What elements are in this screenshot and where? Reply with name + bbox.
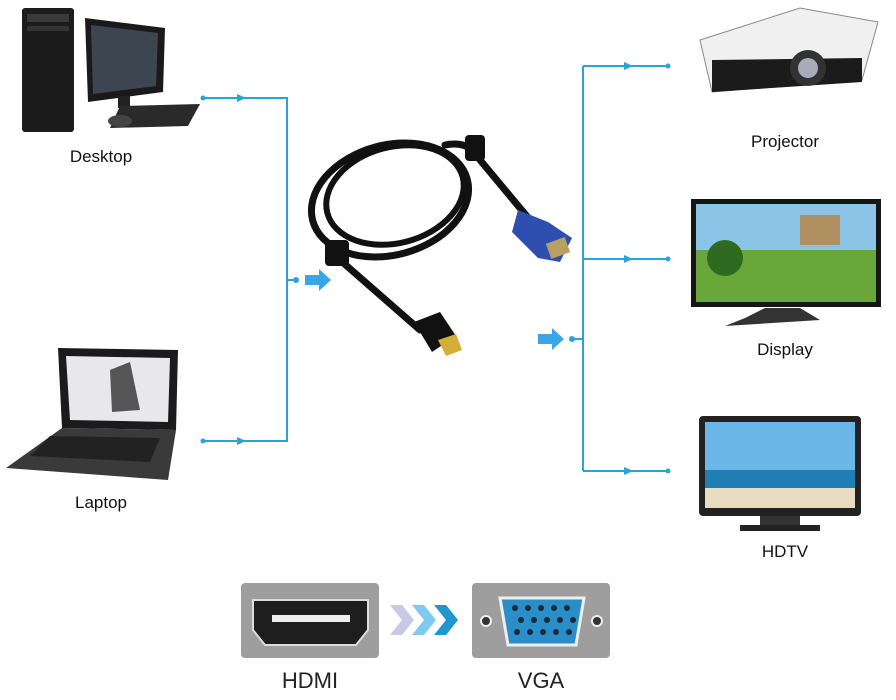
hdmi-port-icon xyxy=(241,583,379,658)
hdtv-label: HDTV xyxy=(761,542,809,561)
desktop-label: Desktop xyxy=(69,147,133,166)
hdmi-label: HDMI xyxy=(281,668,339,693)
connector-dots xyxy=(200,62,671,475)
projector-image xyxy=(699,7,879,93)
display-image xyxy=(691,199,881,326)
projector-label: Projector xyxy=(750,132,820,151)
display-label: Display xyxy=(757,340,813,359)
vga-label: VGA xyxy=(517,668,565,693)
desktop-image xyxy=(22,8,200,132)
hdmi-plug xyxy=(414,312,462,356)
laptop-image xyxy=(6,348,178,480)
vga-plug xyxy=(512,210,572,262)
laptop-label: Laptop xyxy=(75,493,127,512)
flow-arrows xyxy=(305,269,564,350)
hdmi-vga-cable-image xyxy=(307,135,534,334)
hdtv-image xyxy=(699,416,861,531)
chevron-arrows-icon xyxy=(390,605,458,635)
input-connector-lines xyxy=(203,65,668,472)
vga-port-icon xyxy=(472,583,610,658)
